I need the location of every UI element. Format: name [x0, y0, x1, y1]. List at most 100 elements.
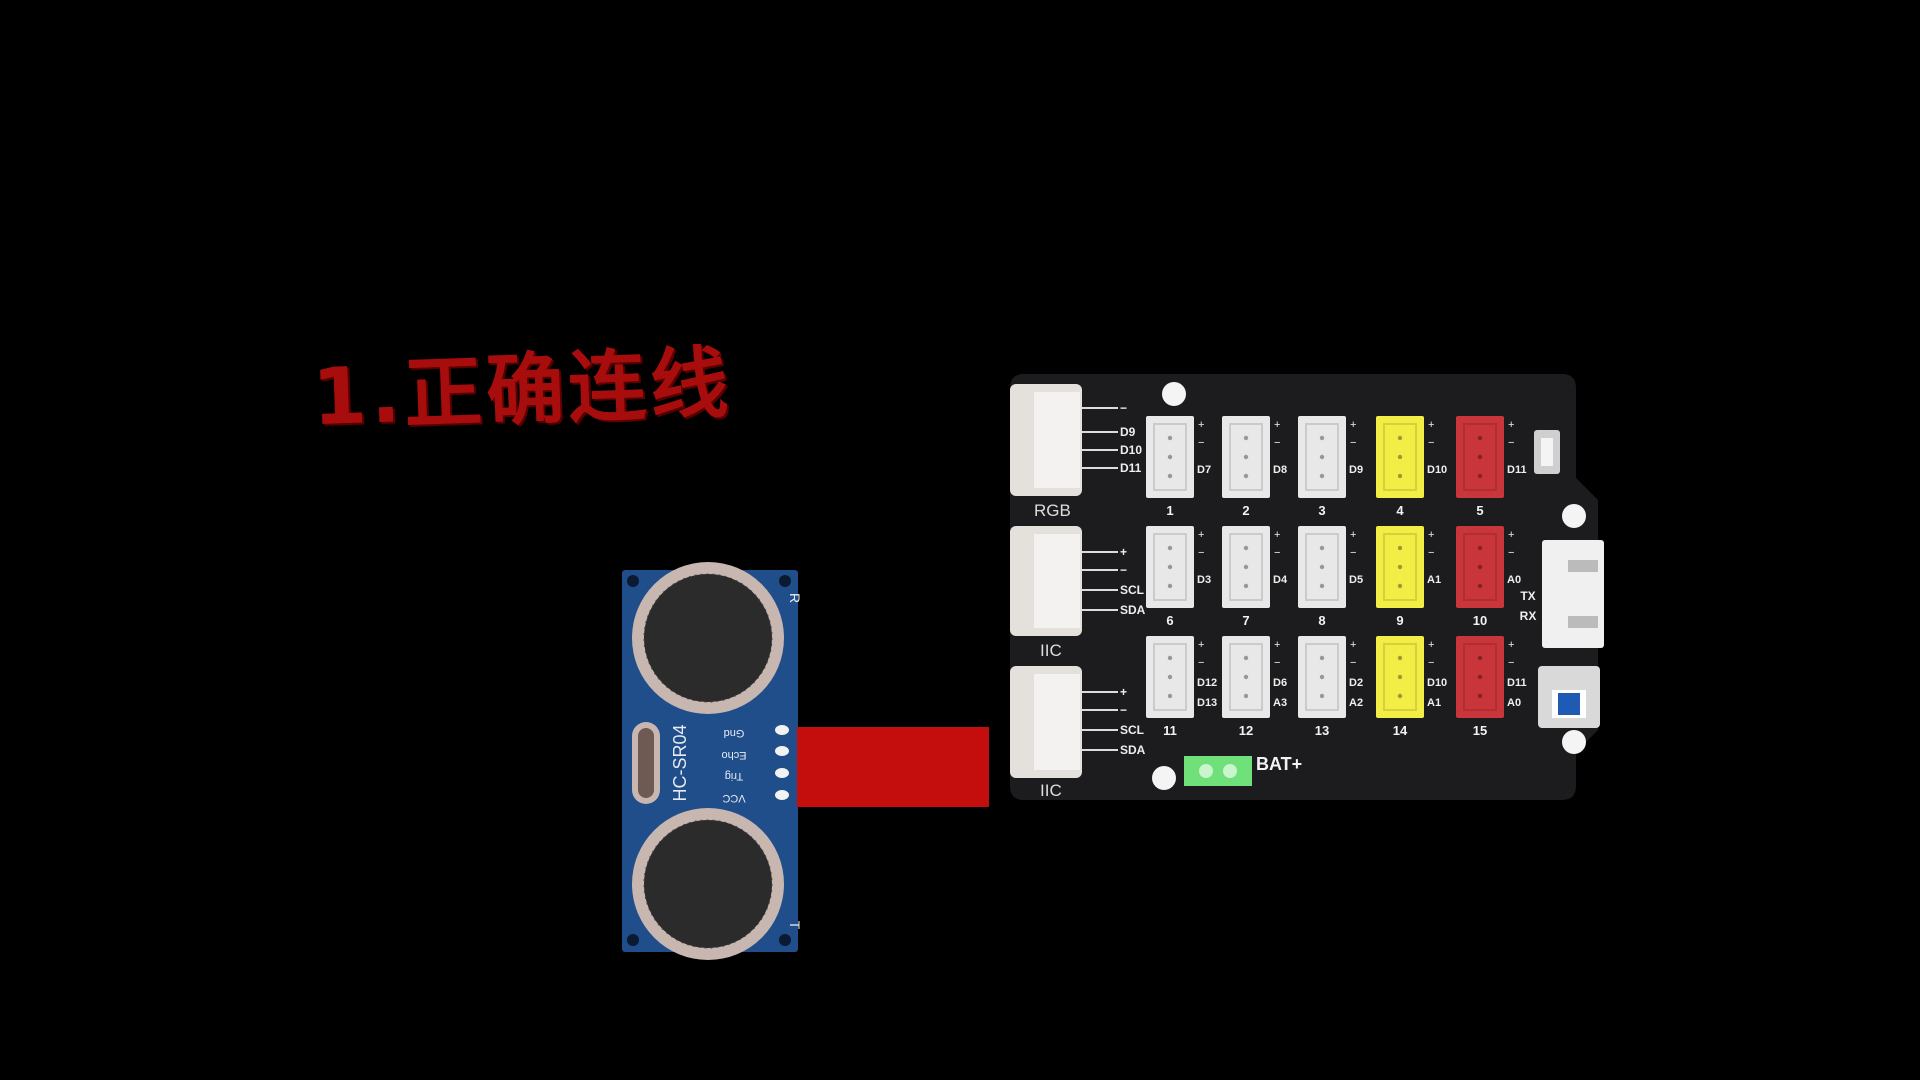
- serial-connector: TX RX: [1520, 540, 1604, 648]
- port-pin: [1477, 655, 1483, 661]
- port-minus-mark: −: [1198, 547, 1204, 559]
- port-signal-label: A1: [1427, 697, 1441, 709]
- receiver-transducer: [632, 562, 784, 714]
- connector-caption: RGB: [1034, 501, 1071, 520]
- port-pin: [1397, 545, 1403, 551]
- port-number: 1: [1166, 503, 1173, 518]
- port-socket[interactable]: [1376, 526, 1424, 608]
- pin-label: D9: [1120, 425, 1136, 439]
- port-socket[interactable]: [1456, 416, 1504, 498]
- port-signal-label: D3: [1197, 574, 1211, 586]
- expansion-board: − D9 D10 D11 RGB + − SCL SDA IIC: [1010, 374, 1604, 800]
- pin-label: SCL: [1120, 583, 1144, 597]
- port-pin: [1397, 693, 1403, 699]
- port-pin: [1397, 674, 1403, 680]
- transmitter-mark: T: [787, 921, 803, 930]
- port-plus-mark: +: [1508, 639, 1514, 651]
- port-minus-mark: −: [1508, 547, 1514, 559]
- tx-label: TX: [1520, 589, 1535, 603]
- port-plus-mark: +: [1508, 419, 1514, 431]
- port-socket[interactable]: [1146, 526, 1194, 608]
- port-socket[interactable]: [1376, 416, 1424, 498]
- port-pin: [1319, 583, 1325, 589]
- uart-socket[interactable]: [1542, 540, 1604, 648]
- port-socket[interactable]: [1146, 416, 1194, 498]
- port-plus-mark: +: [1428, 529, 1434, 541]
- port-socket[interactable]: [1222, 416, 1270, 498]
- sensor-pin-vcc: VCC: [722, 790, 789, 804]
- pin-pad: [775, 790, 789, 800]
- pin-pad: [775, 725, 789, 735]
- port-number: 4: [1396, 503, 1404, 518]
- port-pin: [1167, 693, 1173, 699]
- port-3: +−D93: [1298, 416, 1363, 518]
- port-6: +−D36: [1146, 526, 1211, 628]
- port-minus-mark: −: [1428, 547, 1434, 559]
- port-socket-inner: [1305, 643, 1339, 711]
- port-socket[interactable]: [1298, 526, 1346, 608]
- transmitter-transducer: [632, 808, 784, 960]
- port-socket[interactable]: [1298, 636, 1346, 718]
- port-pin: [1319, 674, 1325, 680]
- port-socket-inner: [1229, 643, 1263, 711]
- ultrasonic-sensor: HC-SR04 R T Gnd Echo Trig VCC: [622, 562, 803, 960]
- port-pin: [1243, 454, 1249, 460]
- pin-label: +: [1120, 685, 1127, 699]
- receiver-mark: R: [787, 593, 803, 603]
- port-pin: [1477, 674, 1483, 680]
- port-minus-mark: −: [1428, 657, 1434, 669]
- pin-label: −: [1120, 401, 1127, 415]
- port-socket[interactable]: [1222, 636, 1270, 718]
- mount-hole: [779, 575, 791, 587]
- port-plus-mark: +: [1350, 529, 1356, 541]
- port-signal-label: D5: [1349, 574, 1363, 586]
- port-signal-label: D11: [1507, 677, 1527, 689]
- port-minus-mark: −: [1508, 657, 1514, 669]
- port-pin: [1319, 564, 1325, 570]
- port-socket-inner: [1463, 643, 1497, 711]
- pin-label: −: [1120, 563, 1127, 577]
- port-signal-label: D13: [1197, 697, 1217, 709]
- port-socket[interactable]: [1456, 636, 1504, 718]
- pin-label: D11: [1120, 461, 1142, 475]
- port-plus-mark: +: [1428, 639, 1434, 651]
- pin-label: −: [1120, 703, 1127, 717]
- screw-terminal[interactable]: [1184, 756, 1252, 786]
- connection-cable[interactable]: [797, 727, 989, 807]
- port-signal-label: D8: [1273, 464, 1287, 476]
- port-socket-inner: [1305, 533, 1339, 601]
- port-pin: [1243, 473, 1249, 479]
- port-socket[interactable]: [1298, 416, 1346, 498]
- port-socket[interactable]: [1456, 526, 1504, 608]
- port-plus-mark: +: [1508, 529, 1514, 541]
- port-pin: [1243, 693, 1249, 699]
- mount-hole: [627, 575, 639, 587]
- port-number: 11: [1163, 723, 1177, 738]
- port-socket[interactable]: [1222, 526, 1270, 608]
- port-socket-inner: [1463, 533, 1497, 601]
- port-pin: [1397, 435, 1403, 441]
- side-connector-rgb: − D9 D10 D11 RGB: [1010, 384, 1142, 520]
- mount-hole: [627, 934, 639, 946]
- mount-hole: [1162, 382, 1186, 406]
- port-signal-label: A0: [1507, 574, 1521, 586]
- port-signal-label: A3: [1273, 697, 1287, 709]
- port-socket-inner: [1463, 423, 1497, 491]
- port-socket-inner: [1153, 423, 1187, 491]
- reset-button[interactable]: [1538, 666, 1600, 728]
- port-number: 8: [1318, 613, 1325, 628]
- port-socket[interactable]: [1376, 636, 1424, 718]
- port-pin: [1397, 583, 1403, 589]
- port-socket[interactable]: [1146, 636, 1194, 718]
- port-pin: [1243, 564, 1249, 570]
- port-pin: [1397, 564, 1403, 570]
- port-number: 12: [1239, 723, 1253, 738]
- port-pin: [1319, 655, 1325, 661]
- port-pin: [1167, 454, 1173, 460]
- port-plus-mark: +: [1350, 419, 1356, 431]
